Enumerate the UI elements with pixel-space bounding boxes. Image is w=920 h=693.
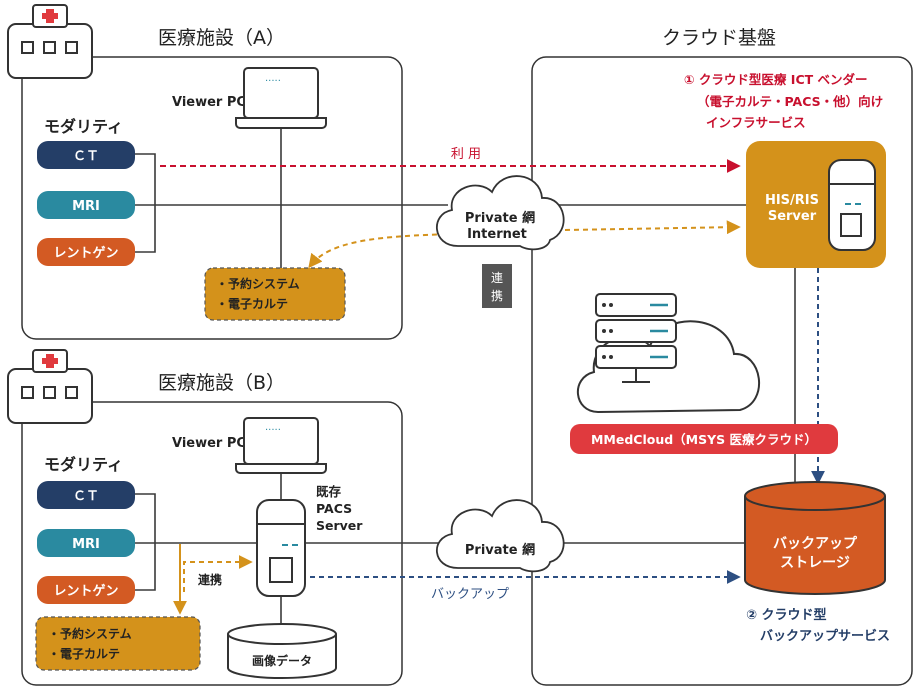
his-link-arrow (564, 220, 741, 235)
cloud-shape-b (435, 499, 565, 573)
cloud-shape-a (435, 175, 565, 251)
systems-box-a[interactable] (204, 267, 346, 321)
modality-ct-b-label: ＣＴ (73, 489, 99, 504)
image-data-label: 画像データ (252, 653, 312, 668)
server-icon-pacs[interactable] (256, 499, 306, 597)
modality-label-b: モダリティ (44, 455, 123, 474)
backup-label: バックアップ (431, 587, 509, 602)
hospital-icon-a (7, 4, 93, 79)
his-ris-label-1: HIS/RIS (765, 193, 819, 208)
facility-b-title: 医療施設（B） (158, 372, 285, 394)
service1-line-3: インフラサービス (706, 115, 806, 130)
systems-a-item-1: ・予約システム (216, 276, 300, 291)
facility-b-connectors (135, 468, 745, 628)
service1-line-1: ① クラウド型医療 ICT ベンダー (684, 72, 868, 87)
cloud-b-label: Private 網 (465, 542, 535, 558)
service2-line-1: ② クラウド型 (746, 607, 827, 623)
link-badge-char-1: 連 (491, 271, 503, 285)
modality-mri-b[interactable] (37, 529, 135, 557)
cloud-a-label-1: Private 網 (465, 210, 535, 226)
link-badge-char-2: 携 (491, 288, 503, 303)
modality-ct-a-label: ＣＴ (73, 149, 99, 164)
laptop-icon-b: ····· (235, 417, 327, 474)
modality-xray-b-label: レントゲン (53, 583, 118, 599)
server-icon-his (828, 159, 876, 251)
modality-mri-b-label: MRI (72, 537, 100, 552)
cloud-a-label-2: Internet (467, 227, 527, 242)
mmedcloud-label: MMedCloud（MSYS 医療クラウド） (591, 432, 817, 447)
mmedcloud-icon (577, 293, 761, 414)
systems-a-item-2: ・電子カルテ (216, 297, 288, 311)
pacs-label-1: 既存 (316, 484, 342, 499)
modality-ct-a[interactable] (37, 141, 135, 169)
systems-box-b[interactable] (35, 616, 201, 671)
svg-text:·····: ····· (265, 76, 281, 87)
systems-b-item-1: ・予約システム (48, 626, 132, 641)
laptop-icon-a: ····· (235, 67, 327, 129)
viewer-pc-b-label: Viewer PC (172, 436, 246, 451)
modality-label-a: モダリティ (44, 117, 123, 136)
backup-storage[interactable] (744, 481, 886, 595)
link-badge (482, 264, 512, 308)
modality-xray-b[interactable] (37, 576, 135, 604)
hospital-icon-b (7, 349, 93, 424)
his-ris-label-2: Server (768, 209, 817, 224)
service1-line-2: （電子カルテ・PACS・他）向け (697, 94, 883, 109)
modality-mri-a-label: MRI (72, 199, 100, 214)
cloud-platform-frame (531, 56, 913, 686)
svg-text:·····: ····· (265, 425, 281, 436)
service2-line-2: バックアップサービス (760, 628, 890, 644)
modality-mri-a[interactable] (37, 191, 135, 219)
pacs-label-2: PACS (316, 501, 352, 516)
systems-a-link-arrow (308, 233, 456, 269)
facility-a-frame (21, 56, 403, 340)
storage-label-2: ストレージ (780, 555, 850, 571)
mmedcloud-badge (570, 424, 838, 454)
pacs-link-arrow (183, 555, 253, 592)
storage-label-1: バックアップ (773, 536, 858, 552)
cloud-platform-title: クラウド基盤 (662, 27, 776, 49)
facility-a-title: 医療施設（A） (158, 27, 285, 49)
modality-xray-a-label: レントゲン (53, 245, 118, 261)
pacs-label-3: Server (316, 518, 363, 533)
modality-xray-a[interactable] (37, 238, 135, 266)
facility-b-link-label: 連携 (198, 572, 222, 587)
image-data-database-icon (227, 623, 337, 679)
systems-b-item-2: ・電子カルテ (48, 647, 120, 661)
viewer-pc-a-label: Viewer PC (172, 95, 246, 110)
usage-label: 利 用 (451, 147, 481, 162)
modality-ct-b[interactable] (37, 481, 135, 509)
